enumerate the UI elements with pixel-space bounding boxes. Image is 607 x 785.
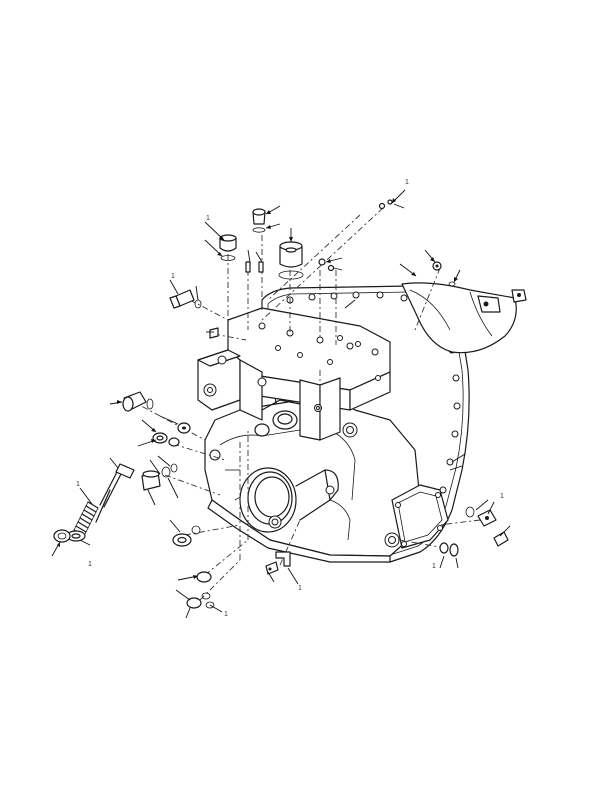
washer-bottom-left: [53, 529, 71, 543]
coil-spring: [73, 501, 99, 537]
callout-mark: 1: [432, 563, 436, 570]
bottom-caps: [186, 571, 215, 609]
shield-fasteners: [432, 261, 456, 287]
leader-arrows: [51, 189, 511, 619]
callout-mark: 1: [206, 215, 210, 222]
callout-mark: 1: [76, 481, 80, 488]
washer-stack-left: [152, 422, 191, 447]
large-cup-plug: [278, 241, 304, 280]
small-pins: [245, 199, 393, 273]
callout-mark: 1: [500, 493, 504, 500]
plugs-middle-left: [141, 463, 178, 491]
callout-mark: 1: [171, 273, 175, 280]
plug-lower-left: [172, 525, 201, 547]
side-access-cover: [391, 484, 449, 549]
spring-assembly: [66, 463, 135, 542]
valve-body-block: [197, 307, 391, 441]
curved-shield: [401, 282, 527, 354]
callout-mark: 1: [298, 585, 302, 592]
plug-left-upper: [122, 391, 154, 412]
callout-mark: 1: [405, 179, 409, 186]
plug-top: [252, 208, 266, 233]
fitting-left: [169, 289, 219, 339]
callout-mark: 1: [224, 611, 228, 618]
callout-mark: 1: [88, 561, 92, 568]
small-bracket: [265, 551, 291, 575]
callout-marks: 1 1 1 1 1 1 1 1 1: [76, 179, 504, 618]
right-side-parts: [439, 506, 509, 557]
